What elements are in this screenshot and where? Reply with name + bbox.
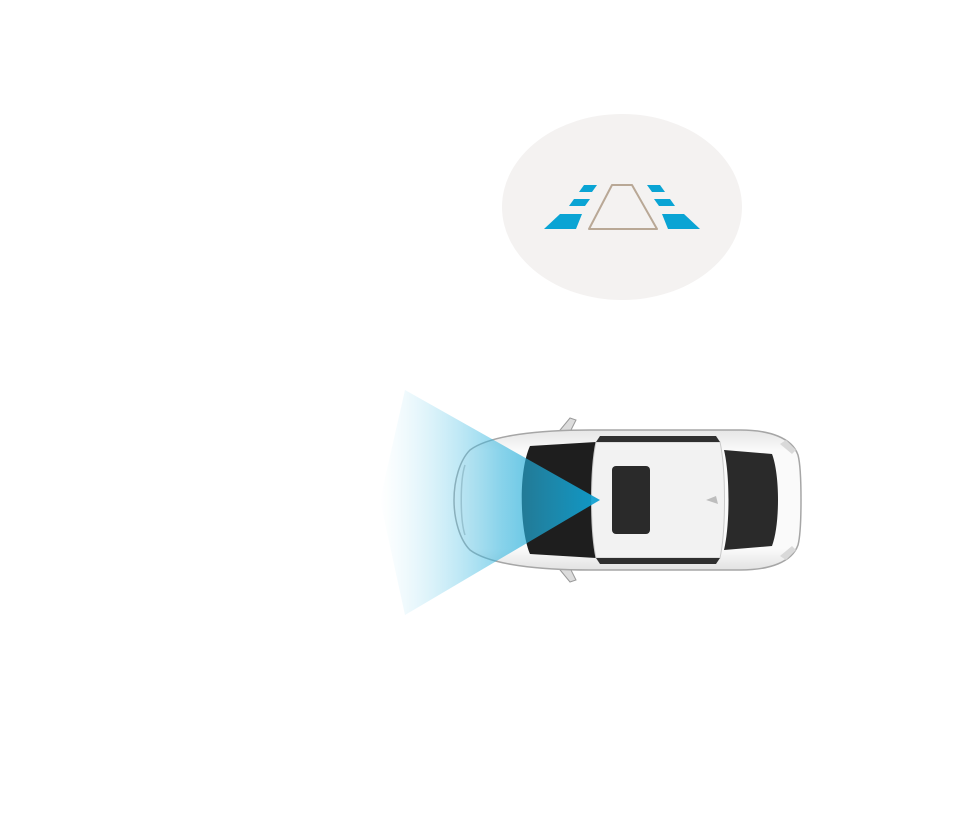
left-lane-marking-bottom xyxy=(544,214,582,229)
right-side-windows xyxy=(596,558,720,564)
left-side-windows xyxy=(596,436,720,442)
roof xyxy=(591,441,725,559)
lane-keeping-assist-icon xyxy=(544,184,700,230)
car-top-view-icon xyxy=(453,417,802,583)
sunroof xyxy=(612,466,650,534)
right-lane-marking-bottom xyxy=(662,214,700,229)
left-lane-marking-top xyxy=(579,185,597,192)
lane-keeping-assist-badge xyxy=(502,114,742,300)
vehicle-outline-icon xyxy=(588,184,658,230)
right-lane-marking-top xyxy=(647,185,665,192)
front-camera-beam xyxy=(380,390,600,615)
right-lane-marking-middle xyxy=(654,199,675,206)
left-tail-light xyxy=(780,440,796,454)
car-top-view-illustration xyxy=(380,390,802,615)
right-tail-light xyxy=(780,546,796,560)
antenna xyxy=(706,496,718,504)
rear-window xyxy=(724,450,778,550)
left-lane-marking-middle xyxy=(569,199,590,206)
